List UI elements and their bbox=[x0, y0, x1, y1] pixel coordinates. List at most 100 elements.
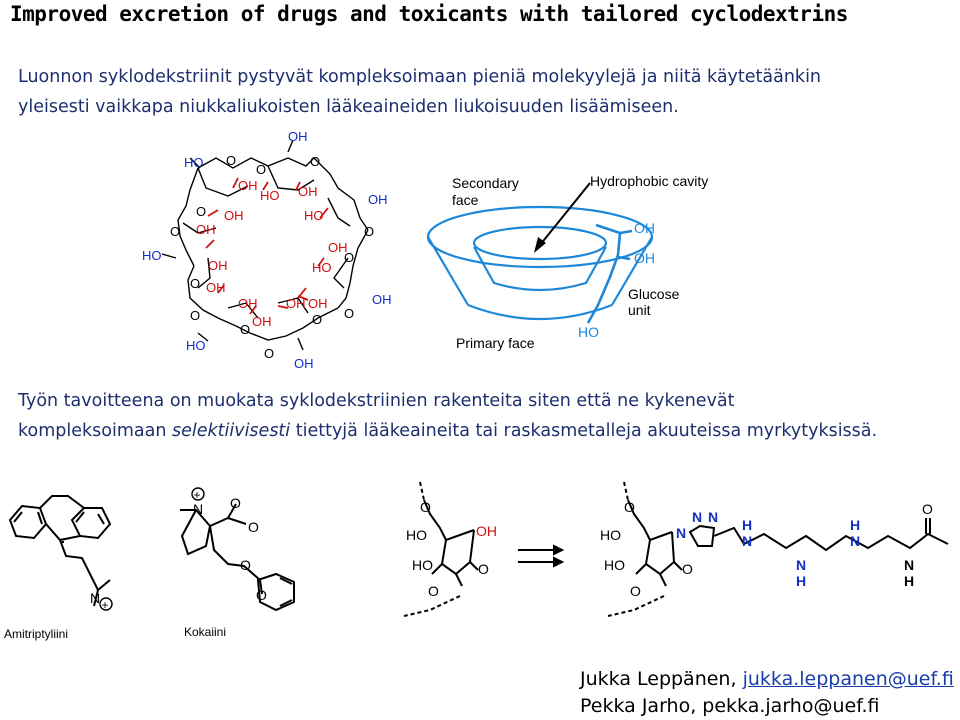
cd-ho-r2: HO bbox=[304, 208, 324, 223]
cone-left-edge bbox=[427, 236, 469, 306]
cd-ho-r1: HO bbox=[260, 188, 280, 203]
intro-line-2: yleisesti vaikkapa niukkaliukoisten lääk… bbox=[18, 97, 679, 117]
cd-oh-r8: OH bbox=[238, 296, 258, 311]
cd-oh-r3: OH bbox=[224, 208, 244, 223]
cd-ho-left: HO bbox=[142, 248, 162, 263]
cd-ho-r3: HO bbox=[312, 260, 332, 275]
cocaine-o-4: O bbox=[256, 587, 267, 603]
cd-o-3: O bbox=[310, 154, 320, 169]
amitriptyline-plus: + bbox=[102, 598, 109, 612]
cd-o-10: O bbox=[240, 322, 250, 337]
author-1-name: Jukka Leppänen, bbox=[580, 668, 737, 690]
cd-o-7: O bbox=[344, 250, 354, 265]
glucose-unit-native bbox=[403, 481, 479, 617]
cd-o-1: O bbox=[226, 153, 236, 168]
amine-h-2: H bbox=[796, 573, 806, 589]
glucose-unit-modified bbox=[607, 481, 949, 617]
goal-line-1: Työn tavoitteena on muokata syklodekstri… bbox=[18, 391, 735, 411]
authors-block: Jukka Leppänen, jukka.leppanen@uef.fi Pe… bbox=[580, 666, 954, 720]
goal-line-2: kompleksoimaan selektiivisesti tiettyjä … bbox=[18, 416, 877, 446]
author-1-email-link[interactable]: jukka.leppanen@uef.fi bbox=[742, 668, 954, 690]
glucose-native-o-3: O bbox=[428, 583, 439, 599]
slide-title: Improved excretion of drugs and toxicant… bbox=[10, 2, 848, 26]
cd-o-4: O bbox=[196, 204, 206, 219]
cd-o-13: O bbox=[264, 346, 274, 361]
cd-oh-r6: OH bbox=[208, 258, 228, 273]
cone-inner-wall bbox=[473, 246, 607, 292]
cocaine-structure bbox=[180, 503, 295, 612]
cocaine-charge-circle bbox=[191, 487, 205, 501]
triazole-n-2: N bbox=[692, 509, 702, 525]
goal-line-2-pre: kompleksoimaan bbox=[18, 421, 172, 441]
cyclodextrin-cone-diagram: Secondary face Hydrophobic cavity OH OH … bbox=[426, 173, 708, 351]
cavity-arrow-shaft bbox=[539, 182, 591, 246]
cd-o-2: O bbox=[256, 162, 266, 177]
label-oh-1: OH bbox=[634, 220, 655, 236]
cd-oh-r4: OH bbox=[196, 222, 216, 237]
label-cocaine: Kokaiini bbox=[184, 625, 226, 639]
label-secondary-face-2: face bbox=[452, 192, 479, 208]
glucose-mod-o-1: O bbox=[624, 499, 635, 515]
goal-paragraph: Työn tavoitteena on muokata syklodekstri… bbox=[18, 386, 877, 446]
glucose-native-o-1: O bbox=[420, 499, 431, 515]
amide-h: H bbox=[904, 573, 914, 589]
amine-h-3: H bbox=[850, 517, 860, 533]
cd-oh-r9: OH bbox=[286, 296, 306, 311]
glucose-mod-o-2: O bbox=[682, 561, 693, 577]
glucose-native-ho-2: HO bbox=[412, 557, 433, 573]
cocaine-o-2: O bbox=[248, 519, 259, 535]
cd-oh-right-top: OH bbox=[368, 192, 388, 207]
cd-oh-top: OH bbox=[288, 129, 308, 144]
cocaine-plus: + bbox=[194, 488, 201, 502]
cd-o-6: O bbox=[364, 224, 374, 239]
amitriptyline-charge-circle bbox=[99, 597, 113, 611]
cd-oh-r5: OH bbox=[328, 240, 348, 255]
reaction-arrows bbox=[518, 544, 565, 568]
glucose-mod-o-3: O bbox=[630, 583, 641, 599]
amine-n-1: N bbox=[742, 533, 752, 549]
cd-o-8: O bbox=[190, 276, 200, 291]
cd-ho-left-top: HO bbox=[184, 155, 204, 170]
amine-h-1: H bbox=[742, 517, 752, 533]
cone-right-edge bbox=[611, 236, 653, 306]
amide-n: N bbox=[904, 557, 914, 573]
triazole-n-1: N bbox=[676, 525, 686, 541]
label-secondary-face-1: Secondary bbox=[452, 175, 519, 191]
glucose-mod-ho-2: HO bbox=[604, 557, 625, 573]
cocaine-o-3: O bbox=[240, 557, 251, 573]
cocaine-n: N bbox=[193, 501, 203, 517]
amine-n-3: N bbox=[850, 533, 860, 549]
cd-oh-right-bottom: OH bbox=[372, 292, 392, 307]
amitriptyline-n: N bbox=[90, 590, 100, 606]
glucose-native-ho-1: HO bbox=[406, 527, 427, 543]
label-glucose-unit-2: unit bbox=[628, 302, 651, 318]
triazole-n-3: N bbox=[708, 509, 718, 525]
amine-n-2: N bbox=[796, 557, 806, 573]
amide-o: O bbox=[922, 501, 933, 517]
cd-ho-bottom: HO bbox=[186, 338, 206, 353]
cocaine-o-1: O bbox=[230, 495, 241, 511]
cd-oh-r7: OH bbox=[206, 280, 226, 295]
label-hydrophobic-cavity: Hydrophobic cavity bbox=[590, 173, 708, 189]
cd-oh-r11: OH bbox=[252, 314, 272, 329]
glucose-mod-ho-1: HO bbox=[600, 527, 621, 543]
cd-oh-r2: OH bbox=[298, 184, 318, 199]
glucose-unit-outline bbox=[586, 223, 622, 324]
label-ho-primary: HO bbox=[578, 324, 599, 340]
cd-oh-r1: OH bbox=[238, 178, 258, 193]
intro-paragraph: Luonnon syklodekstriinit pystyvät komple… bbox=[18, 62, 821, 122]
glucose-native-oh: OH bbox=[476, 523, 497, 539]
cd-o-5: O bbox=[170, 224, 180, 239]
cavity-arrow-head bbox=[534, 237, 546, 253]
label-glucose-unit-1: Glucose bbox=[628, 286, 680, 302]
cd-o-12: O bbox=[344, 306, 354, 321]
cd-oh-r10: OH bbox=[308, 296, 328, 311]
cone-inner-rim bbox=[472, 225, 608, 261]
goal-line-2-post: tiettyjä lääkeaineita tai raskasmetallej… bbox=[290, 421, 878, 441]
goal-emphasis: selektiivisesti bbox=[171, 421, 291, 441]
label-oh-2: OH bbox=[634, 250, 655, 266]
author-line-1: Jukka Leppänen, jukka.leppanen@uef.fi bbox=[580, 666, 954, 693]
amitriptyline-structure bbox=[8, 495, 112, 607]
cd-oh-bottom: OH bbox=[294, 356, 314, 371]
glucose-native-o-2: O bbox=[478, 561, 489, 577]
